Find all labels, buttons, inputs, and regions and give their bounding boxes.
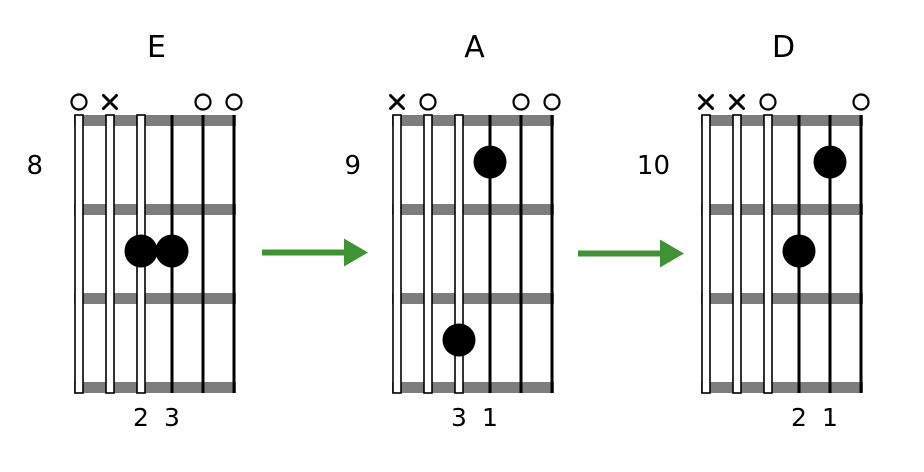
fret-bar [701,293,863,304]
open-string-icon [543,93,561,111]
arrow-shaft [262,249,346,256]
finger-number-label: 3 [451,403,467,432]
muted-string-icon [102,94,118,110]
fret-bar [701,115,863,126]
string-2-wound [423,114,433,394]
string-6-plain [859,115,863,393]
finger-number-label: 2 [133,403,149,432]
fret-bar [701,382,863,393]
muted-string-icon [389,94,405,110]
string-3-wound [763,114,773,394]
muted-string-icon [698,94,714,110]
chord-name-label: E [147,30,166,65]
string-5-plain [828,115,832,393]
finger-dot [473,145,507,179]
finger-dot [782,234,816,268]
fret-number-label: 9 [344,151,361,181]
open-string-icon [512,93,530,111]
string-1-wound [74,114,84,394]
fret-bar [74,204,236,215]
fret-bar [392,382,554,393]
string-2-wound [732,114,742,394]
finger-number-label: 1 [482,403,498,432]
string-1-wound [392,114,402,394]
fret-bar [74,293,236,304]
finger-dot [442,323,476,357]
muted-string-icon [729,94,745,110]
string-5-plain [201,115,205,393]
fret-bar [701,204,863,215]
arrow-icon-e-to-a [262,238,368,267]
open-string-icon [759,93,777,111]
string-3-wound [454,114,464,394]
arrow-head [660,239,684,268]
arrow-head [344,238,368,267]
chord-name-label: A [464,30,485,65]
chord-name-label: D [772,30,795,65]
fret-bar [392,204,554,215]
fret-number-label: 8 [26,151,43,181]
arrow-icon-a-to-d [578,239,684,268]
finger-dot [124,234,158,268]
finger-dot [155,234,189,268]
fret-bar [74,382,236,393]
open-string-icon [852,93,870,111]
string-5-plain [519,115,523,393]
string-6-plain [550,115,554,393]
fret-bar [392,293,554,304]
finger-number-label: 1 [822,403,838,432]
finger-number-label: 3 [164,403,180,432]
string-4-plain [488,115,492,393]
open-string-icon [225,93,243,111]
fret-bar [392,115,554,126]
finger-dot [813,145,847,179]
arrow-shaft [578,250,662,257]
open-string-icon [419,93,437,111]
open-string-icon [70,93,88,111]
fret-bar [74,115,236,126]
fret-number-label: 10 [637,151,670,181]
string-6-plain [232,115,236,393]
finger-number-label: 2 [791,403,807,432]
string-2-wound [105,114,115,394]
open-string-icon [194,93,212,111]
string-1-wound [701,114,711,394]
